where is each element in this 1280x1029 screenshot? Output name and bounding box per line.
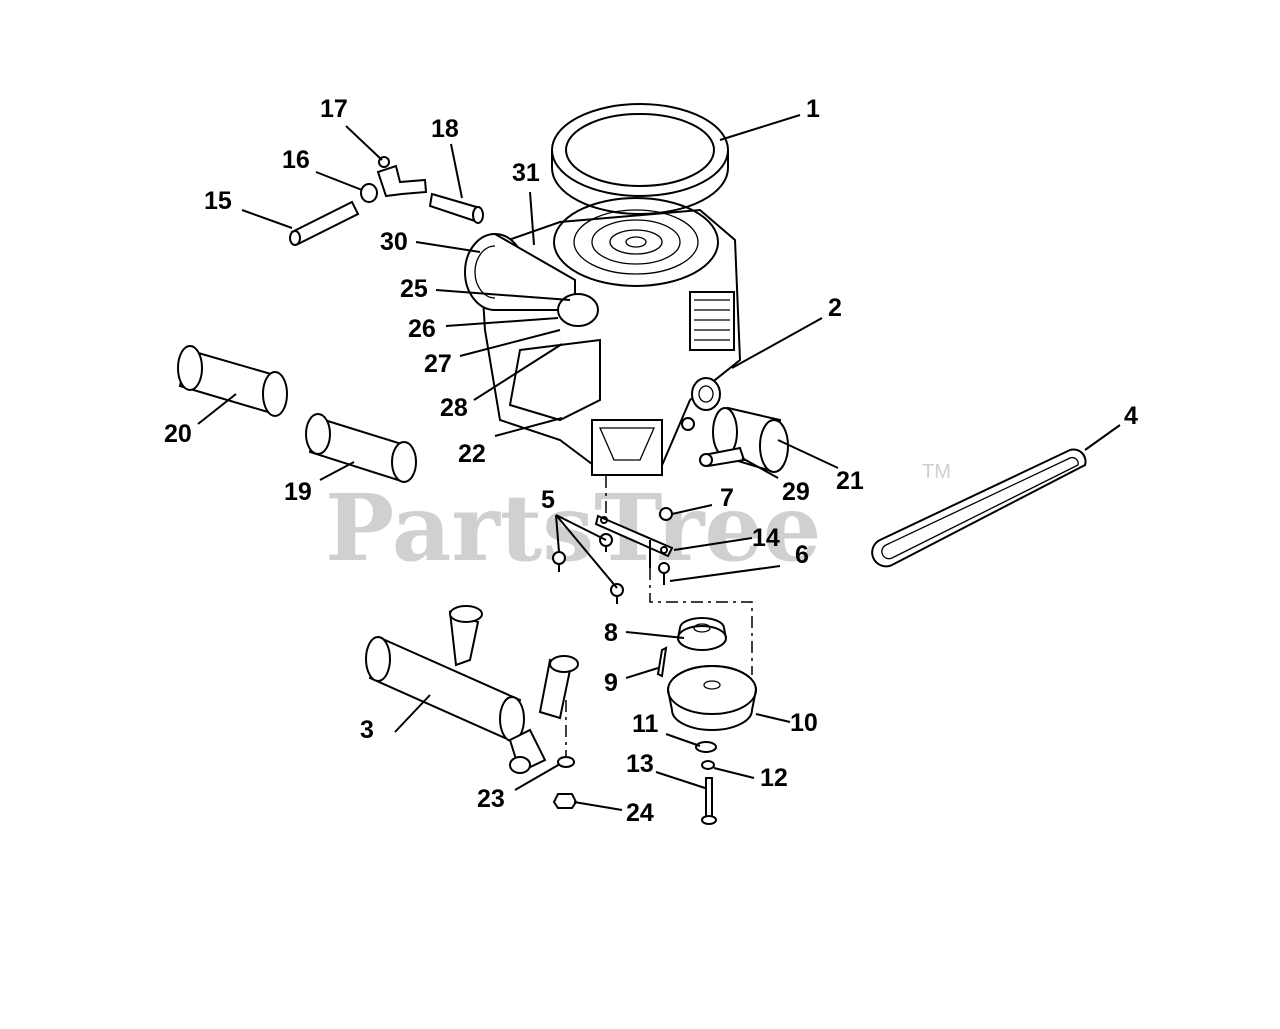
part-nut-24[interactable] xyxy=(552,793,578,809)
callout-27[interactable]: 27 xyxy=(424,350,452,378)
part-bracket-14[interactable] xyxy=(594,514,674,558)
callout-16[interactable]: 16 xyxy=(282,146,310,174)
part-belt-4[interactable] xyxy=(871,448,1087,568)
callout-15[interactable]: 15 xyxy=(204,187,232,215)
callout-20[interactable]: 20 xyxy=(164,420,192,448)
callout-18[interactable]: 18 xyxy=(431,115,459,143)
callout-31[interactable]: 31 xyxy=(512,159,540,187)
part-fitting-17[interactable] xyxy=(376,156,428,198)
callout-30[interactable]: 30 xyxy=(380,228,408,256)
callout-10[interactable]: 10 xyxy=(790,709,818,737)
part-nut-7[interactable] xyxy=(659,507,673,521)
watermark-trademark: TM xyxy=(922,461,951,483)
part-bolt-6[interactable] xyxy=(658,562,670,585)
part-clamp-16[interactable] xyxy=(360,183,378,203)
callout-28[interactable]: 28 xyxy=(440,394,468,422)
part-washer-23[interactable] xyxy=(557,756,575,768)
part-hose-18[interactable] xyxy=(428,192,484,224)
part-filter-19[interactable] xyxy=(305,413,417,483)
callout-24[interactable]: 24 xyxy=(626,799,654,827)
callout-5[interactable]: 5 xyxy=(541,486,555,514)
partstree-watermark: PartsTree TM xyxy=(325,461,951,582)
part-washer-12[interactable] xyxy=(701,760,715,770)
callout-1[interactable]: 1 xyxy=(806,95,820,123)
part-fitting-29[interactable] xyxy=(699,446,746,468)
part-pulley-8[interactable] xyxy=(677,617,727,651)
callout-6[interactable]: 6 xyxy=(795,541,809,569)
callout-7[interactable]: 7 xyxy=(720,484,734,512)
callout-17[interactable]: 17 xyxy=(320,95,348,123)
part-bolt-13[interactable] xyxy=(701,777,717,825)
part-oil-filter-21[interactable] xyxy=(712,406,789,473)
part-pulley-10[interactable] xyxy=(666,665,758,731)
callout-26[interactable]: 26 xyxy=(408,315,436,343)
callout-8[interactable]: 8 xyxy=(604,619,618,647)
watermark-brand: PartsTree xyxy=(325,474,821,582)
callout-11[interactable]: 11 xyxy=(632,710,659,738)
leader-lines xyxy=(197,114,1121,811)
part-hose-15[interactable] xyxy=(289,200,360,246)
callout-4[interactable]: 4 xyxy=(1124,402,1138,430)
callout-13[interactable]: 13 xyxy=(626,750,654,778)
callout-29[interactable]: 29 xyxy=(782,478,810,506)
assembly-line-bracket xyxy=(605,476,753,675)
part-filter-20[interactable] xyxy=(177,345,288,417)
callout-14[interactable]: 14 xyxy=(752,524,780,552)
part-air-filter-ring[interactable] xyxy=(551,103,729,215)
part-washer-11[interactable] xyxy=(695,741,717,753)
part-screw-5c[interactable] xyxy=(610,583,624,604)
part-key-9[interactable] xyxy=(656,646,668,678)
callout-23[interactable]: 23 xyxy=(477,785,505,813)
callout-3[interactable]: 3 xyxy=(360,716,374,744)
callout-labels: 1 2 3 4 5 6 7 8 9 10 11 12 13 14 15 16 1… xyxy=(164,95,1138,827)
callout-19[interactable]: 19 xyxy=(284,478,312,506)
callout-2[interactable]: 2 xyxy=(828,294,842,322)
callout-22[interactable]: 22 xyxy=(458,440,486,468)
part-engine[interactable] xyxy=(464,197,742,476)
callout-21[interactable]: 21 xyxy=(836,467,864,495)
callout-25[interactable]: 25 xyxy=(400,275,428,303)
part-screw-5b[interactable] xyxy=(552,551,566,572)
part-muffler-3[interactable] xyxy=(365,605,579,774)
callout-12[interactable]: 12 xyxy=(760,764,788,792)
callout-9[interactable]: 9 xyxy=(604,669,618,697)
